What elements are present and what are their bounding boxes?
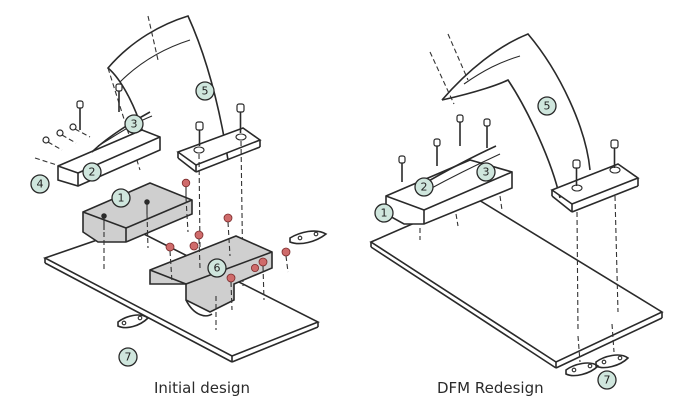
bracket-part-1 <box>82 182 193 243</box>
svg-text:1: 1 <box>381 207 388 220</box>
base-plate-left <box>42 227 320 357</box>
callout-7-right: 7 <box>597 370 617 390</box>
callout-1-left: 1 <box>111 188 131 208</box>
caption-dfm-redesign: DFM Redesign <box>437 379 544 397</box>
svg-text:2: 2 <box>89 166 96 179</box>
svg-text:2: 2 <box>421 181 428 194</box>
callout-3-left: 3 <box>124 114 144 134</box>
callout-4-left: 4 <box>30 174 50 194</box>
svg-text:6: 6 <box>214 262 221 275</box>
callout-1-right: 1 <box>374 203 394 223</box>
svg-text:5: 5 <box>544 100 551 113</box>
part-4-screws <box>34 83 123 167</box>
svg-text:3: 3 <box>131 118 138 131</box>
callout-2-left: 2 <box>82 162 102 182</box>
callout-5-left: 5 <box>195 81 215 101</box>
svg-text:5: 5 <box>202 85 209 98</box>
callout-5-right: 5 <box>537 96 557 116</box>
clip-part-7-left <box>117 230 328 329</box>
svg-text:4: 4 <box>37 178 44 191</box>
initial-design-assembly: 1 2 3 4 5 6 7 <box>30 15 328 367</box>
caption-initial-design: Initial design <box>154 379 251 397</box>
svg-text:7: 7 <box>125 351 132 364</box>
callout-7-left: 7 <box>118 347 138 367</box>
svg-text:1: 1 <box>118 192 125 205</box>
clip-part-7-right <box>565 323 630 377</box>
callout-6-left: 6 <box>207 258 227 278</box>
callout-2-right: 2 <box>414 177 434 197</box>
callout-3-right: 3 <box>476 162 496 182</box>
rivets-left <box>165 213 291 311</box>
svg-text:3: 3 <box>483 166 490 179</box>
dfm-redesign-assembly: 1 2 3 5 7 <box>369 33 664 390</box>
arch-part-5-right <box>429 33 640 331</box>
svg-text:7: 7 <box>604 374 611 387</box>
